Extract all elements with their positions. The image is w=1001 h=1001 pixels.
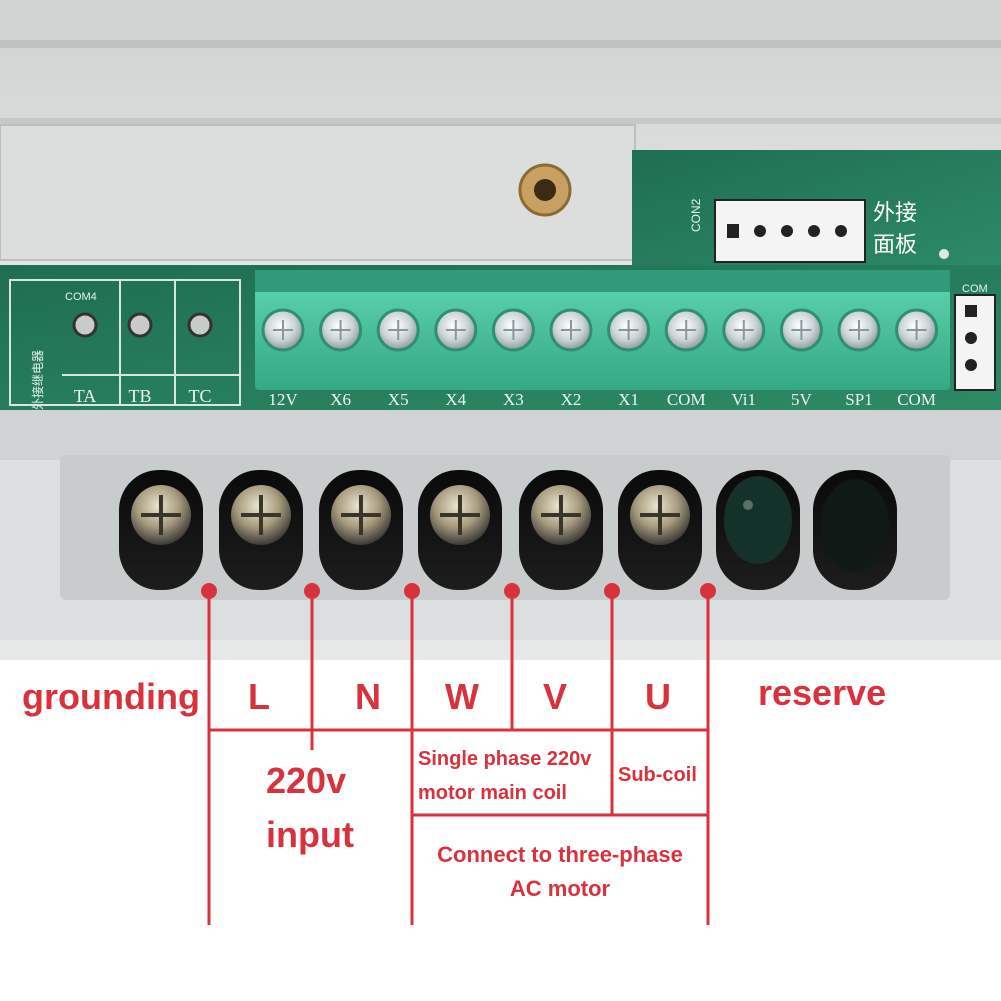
label-three-phase-1: Connect to three-phase xyxy=(437,842,683,867)
callout-dots xyxy=(201,583,716,599)
label-reserve: reserve xyxy=(758,672,887,713)
terminal-label: X6 xyxy=(330,390,351,409)
label-single-phase-1: Single phase 220v xyxy=(418,748,592,770)
label-W: W xyxy=(445,676,479,717)
label-grounding: grounding xyxy=(22,676,200,717)
control-terminal-strip xyxy=(255,270,950,390)
terminal-label: SP1 xyxy=(845,390,872,409)
terminal-label: COM xyxy=(667,390,706,409)
terminal-label: 12V xyxy=(268,390,298,409)
terminal-label: COM xyxy=(897,390,936,409)
terminal-label: X4 xyxy=(445,390,466,409)
relay-terminal-label: TB xyxy=(128,386,151,406)
callout-lines xyxy=(207,591,710,925)
con2-label: CON2 xyxy=(689,198,703,232)
terminal-label: Vi1 xyxy=(732,390,756,409)
label-L: L xyxy=(248,676,270,717)
label-220v: 220v xyxy=(266,760,347,801)
relay-terminal-label: TC xyxy=(188,386,211,406)
terminal-label: X2 xyxy=(561,390,582,409)
relay-terminal-label: TA xyxy=(74,386,97,406)
label-sub-coil: Sub-coil xyxy=(618,764,697,786)
relay-block xyxy=(9,279,241,406)
label-U: U xyxy=(645,676,671,717)
connector-caption-1: 外接 xyxy=(873,201,917,226)
terminal-label: X1 xyxy=(618,390,639,409)
label-V: V xyxy=(543,676,568,717)
terminal-label: 5V xyxy=(791,390,813,409)
connector-caption-2: 面板 xyxy=(873,233,917,258)
terminal-label: X5 xyxy=(388,390,409,409)
reserve-terminal-insert xyxy=(724,476,792,564)
right-connector-label: COM xyxy=(962,283,988,295)
relay-header: COM4 xyxy=(65,291,97,303)
label-input: input xyxy=(266,814,354,855)
terminal-label: X3 xyxy=(503,390,524,409)
reserve-terminal-insert xyxy=(821,479,889,571)
label-N: N xyxy=(355,676,381,717)
label-single-phase-2: motor main coil xyxy=(418,782,567,804)
relay-side-text: 外接继电器 xyxy=(30,350,45,410)
label-three-phase-2: AC motor xyxy=(509,876,611,901)
